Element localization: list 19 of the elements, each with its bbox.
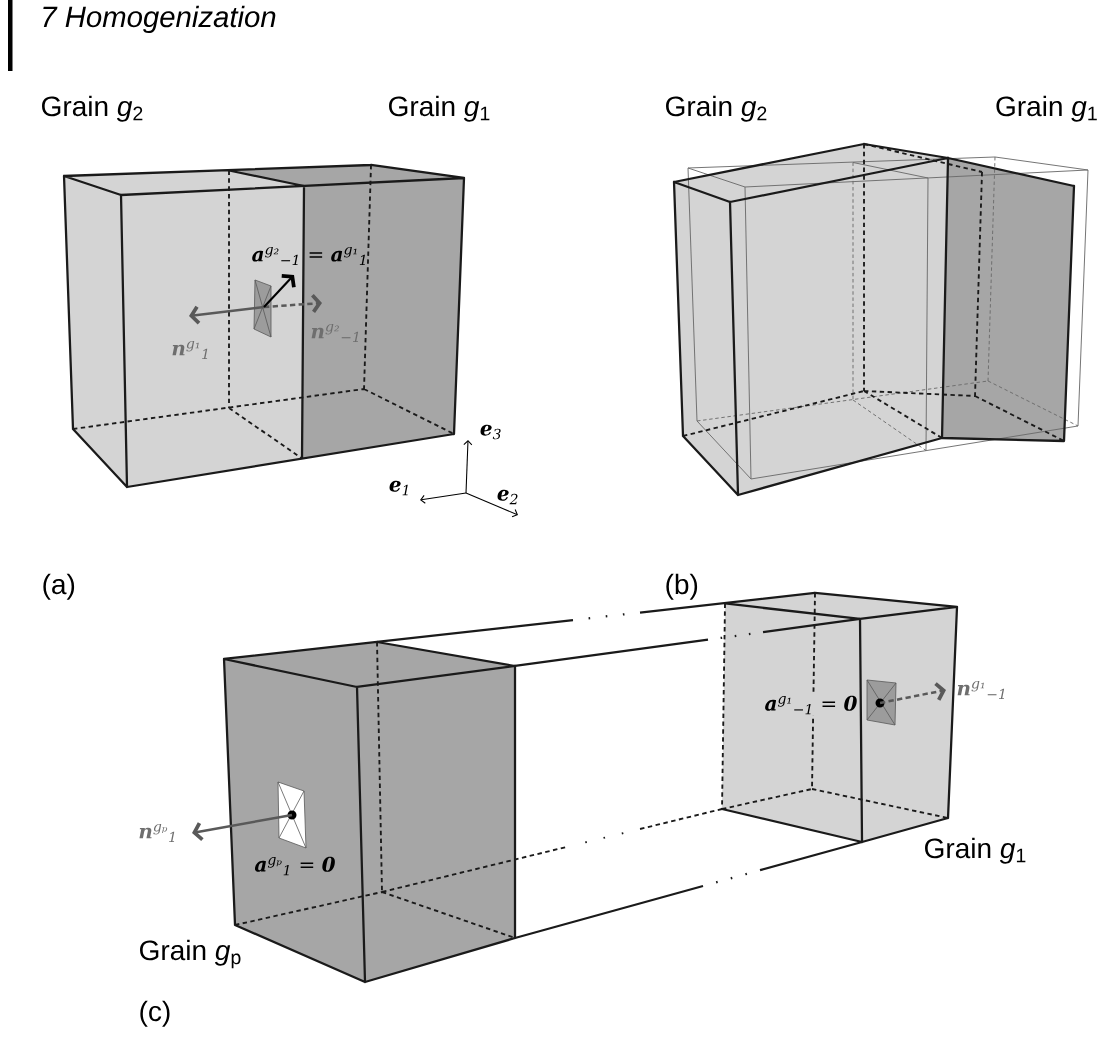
panel-label: (b) [666, 573, 698, 600]
equation-label: a$^{g₁}$$_{−1}$ = 0 [763, 694, 859, 716]
equation-label: a$^{gₚ}$$_{1}$ = 0 [255, 856, 335, 876]
grain-label: Grain g$_{1}$ [389, 95, 490, 122]
panel-label: (c) [140, 1000, 170, 1027]
vector-label: n$^{g₁}$1 [172, 340, 208, 360]
axis-label: e$_{2}$ [497, 489, 518, 505]
vector-label: n$^{g₂}$−1 [311, 323, 359, 343]
vector-label: n$^{gₚ}$1 [139, 823, 175, 843]
grain-label: Grain g$_{p}$ [140, 939, 241, 969]
axis-label: e$_{1}$ [389, 480, 408, 496]
vector-label: n$^{g₁}$−1 [957, 680, 1005, 700]
running-header: 7 Homogenization [43, 5, 276, 34]
grain-label: Grain g$_{2}$ [42, 95, 143, 122]
panel-label: (a) [43, 573, 75, 600]
axis-label: e$_{3}$ [480, 424, 501, 440]
grain-label: Grain g$_{1}$ [996, 95, 1097, 122]
grain-label: Grain g$_{1}$ [925, 837, 1026, 864]
grain-label: Grain g$_{2}$ [666, 95, 767, 122]
